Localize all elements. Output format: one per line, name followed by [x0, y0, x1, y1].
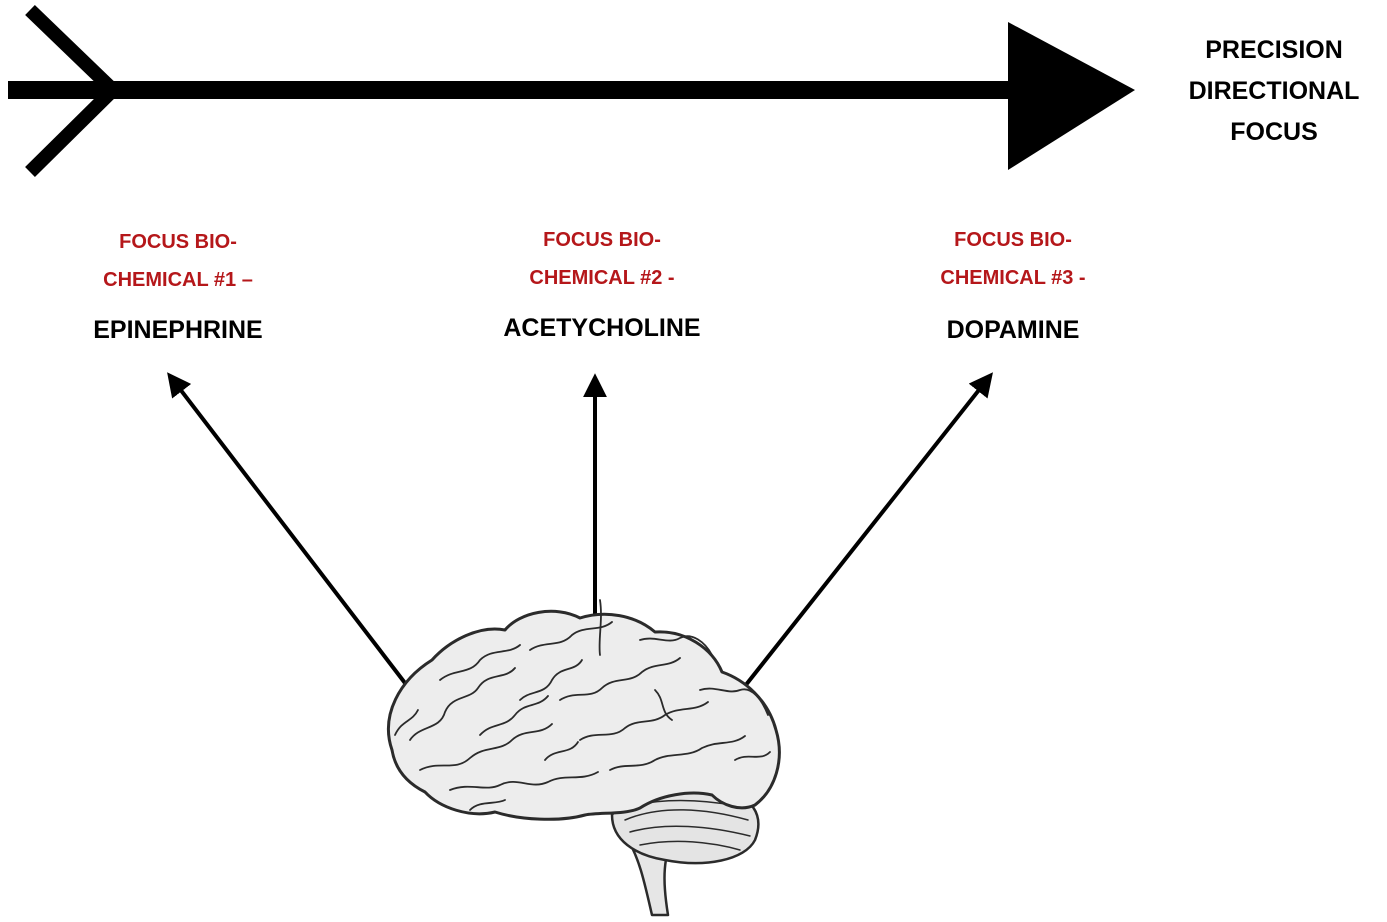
chemical-heading-line1: FOCUS BIO- — [954, 229, 1072, 251]
chemical-label-1: FOCUS BIO- CHEMICAL #1 – EPINEPHRINE — [58, 223, 298, 345]
chemical-heading-line2: CHEMICAL #1 – — [103, 269, 253, 291]
brain-icon — [387, 599, 781, 917]
chemical-name: ACETYCHOLINE — [503, 314, 701, 342]
chemical-heading-line2: CHEMICAL #2 - — [529, 267, 675, 289]
pointer-arrow-dopamine — [728, 372, 993, 707]
chemical-heading-line1: FOCUS BIO- — [119, 231, 237, 253]
cerebrum — [387, 609, 781, 821]
arrow-right-icon — [8, 4, 1135, 177]
page-title: PRECISION DIRECTIONAL FOCUS — [1160, 30, 1387, 153]
chemical-name: EPINEPHRINE — [93, 316, 263, 344]
main-arrow-fletch-top — [25, 4, 118, 96]
main-arrow-head — [1008, 22, 1135, 170]
title-line: FOCUS — [1230, 118, 1318, 146]
title-line: PRECISION — [1205, 36, 1343, 64]
pointer-arrow-epinephrine — [167, 372, 420, 702]
chemical-label-2: FOCUS BIO- CHEMICAL #2 - ACETYCHOLINE — [472, 221, 732, 343]
chemical-label-3: FOCUS BIO- CHEMICAL #3 - DOPAMINE — [893, 221, 1133, 345]
chemical-heading-line2: CHEMICAL #3 - — [940, 267, 1086, 289]
main-arrow-fletch-bottom — [25, 85, 118, 177]
chemical-name: DOPAMINE — [946, 316, 1080, 344]
chemical-heading-line1: FOCUS BIO- — [543, 229, 661, 251]
title-line: DIRECTIONAL — [1188, 77, 1360, 105]
